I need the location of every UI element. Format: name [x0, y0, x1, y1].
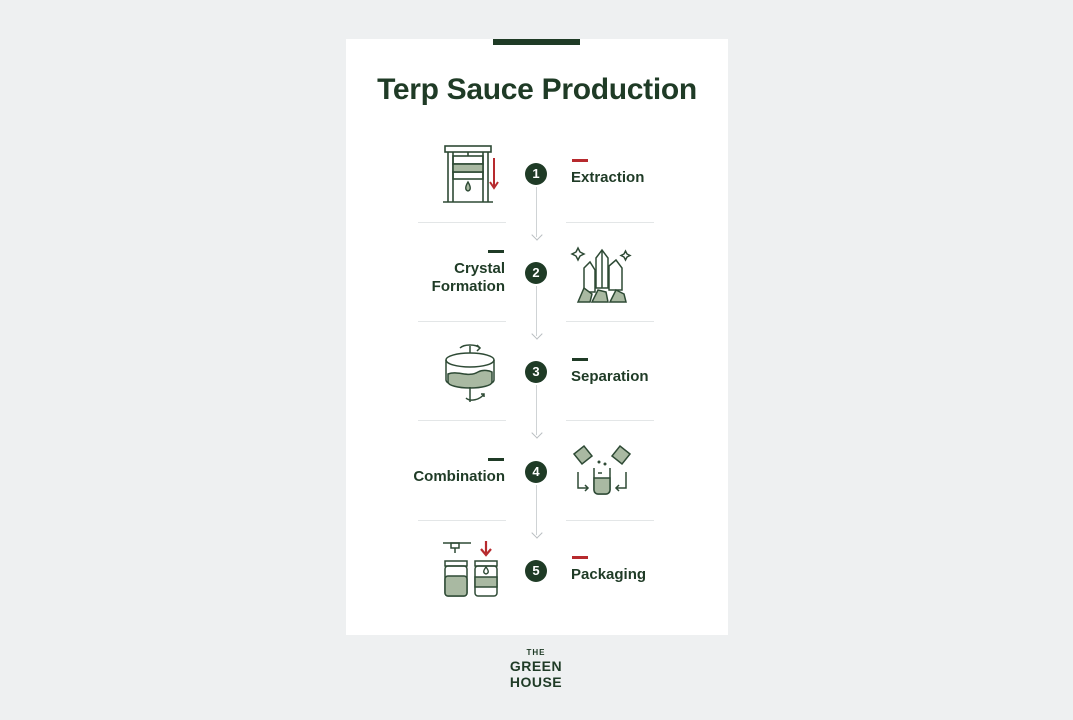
logo-line-1: THE [526, 648, 546, 657]
connector-line [536, 485, 537, 535]
divider-right [566, 520, 654, 521]
logo-line-2: GREEN [509, 658, 563, 674]
beakers-icon [572, 444, 632, 495]
step-label: Combination [413, 468, 505, 485]
divider-left [418, 321, 506, 322]
label-accent-dash [572, 159, 588, 162]
connector-arrow [531, 328, 543, 340]
step-label: Separation [571, 368, 649, 385]
step-number: 4 [525, 461, 547, 483]
step-label: Packaging [571, 566, 647, 583]
step-label: Crystal Formation [431, 260, 505, 295]
connector-arrow [531, 427, 543, 439]
label-accent-dash [488, 458, 504, 461]
label-accent-dash [488, 250, 504, 253]
step-number: 2 [525, 262, 547, 284]
step-label: Extraction [571, 169, 645, 186]
connector-line [536, 286, 537, 336]
top-accent-bar [493, 39, 580, 45]
divider-right [566, 321, 654, 322]
connector-line [536, 385, 537, 435]
divider-right [566, 222, 654, 223]
connector-arrow [531, 527, 543, 539]
divider-right [566, 420, 654, 421]
divider-left [418, 222, 506, 223]
label-accent-dash [572, 556, 588, 559]
logo-line-3: HOUSE [509, 674, 563, 690]
centrifuge-icon [445, 344, 495, 402]
connector-line [536, 187, 537, 237]
step-number: 1 [525, 163, 547, 185]
label-accent-dash [572, 358, 588, 361]
infographic-card: Terp Sauce Production [346, 39, 728, 635]
page-title: Terp Sauce Production [377, 73, 697, 106]
divider-left [418, 520, 506, 521]
press-icon [443, 145, 499, 203]
step-number: 5 [525, 560, 547, 582]
connector-arrow [531, 229, 543, 241]
step-number: 3 [525, 361, 547, 383]
crystal-icon [570, 246, 632, 303]
brand-logo: THE GREEN HOUSE [486, 648, 586, 690]
divider-left [418, 420, 506, 421]
jars-icon [443, 541, 498, 597]
